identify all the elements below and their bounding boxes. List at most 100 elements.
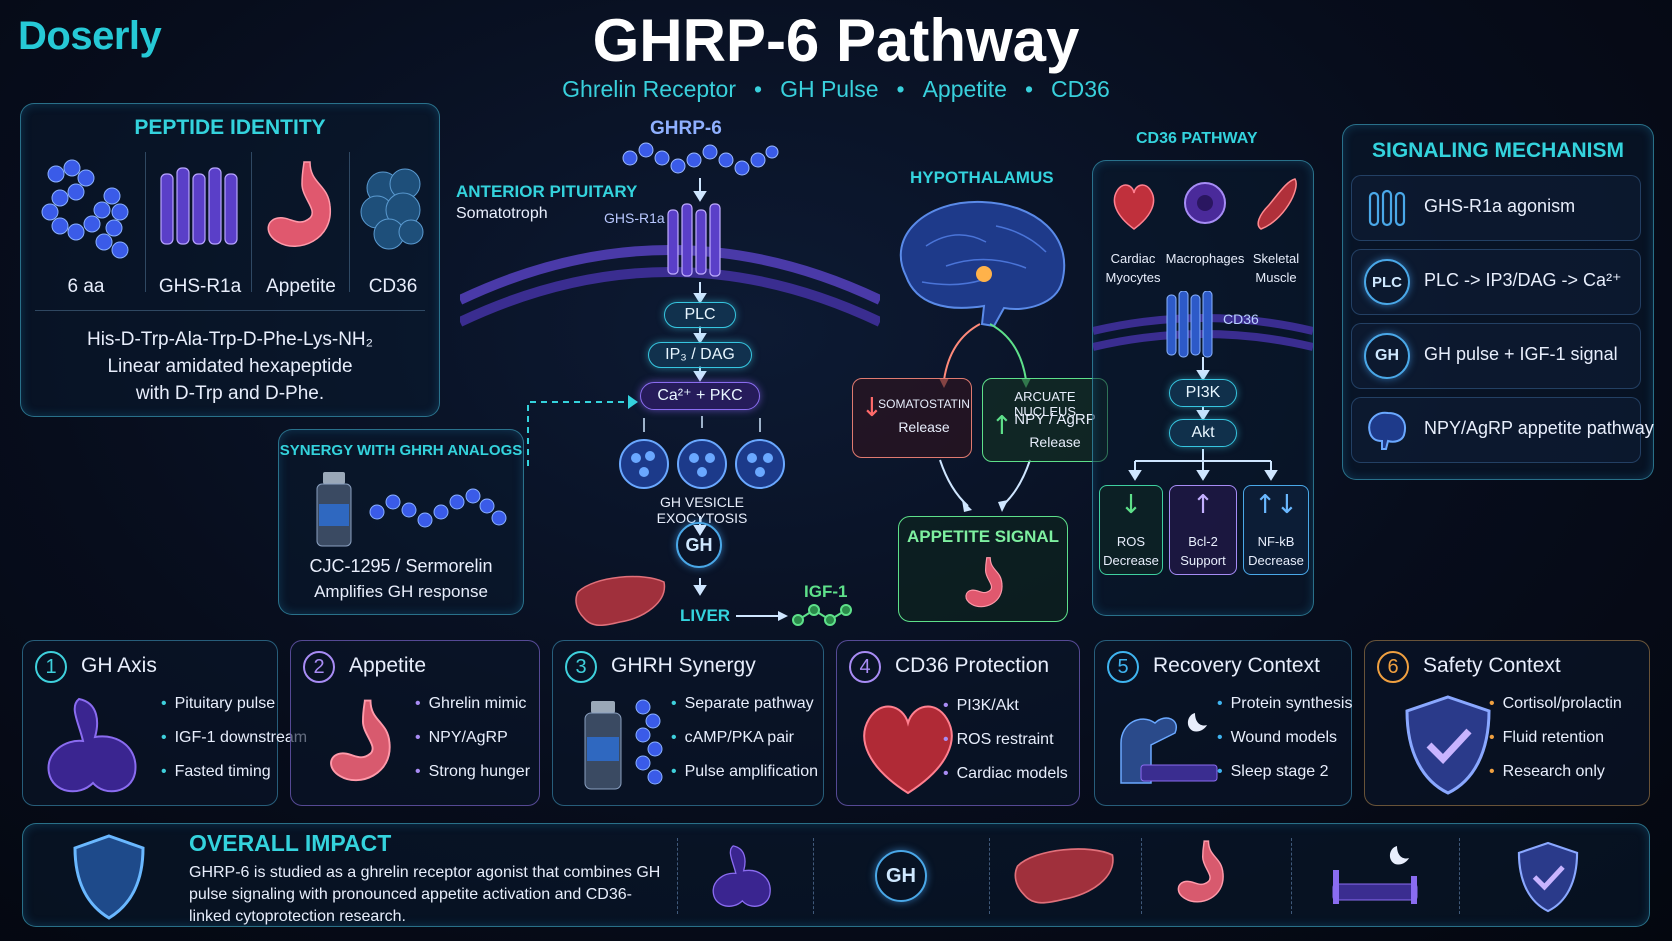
up-arrow-icon: ↑ bbox=[1192, 490, 1214, 520]
card-bullet: Cortisol/prolactin bbox=[1489, 695, 1622, 729]
card-bullet: Fluid retention bbox=[1489, 729, 1622, 763]
shield-check-icon bbox=[1517, 841, 1579, 913]
somatotroph-label: Somatotroph bbox=[456, 205, 548, 222]
card-bullet: cAMP/PKA pair bbox=[671, 729, 818, 763]
card-gh-axis: 1 GH Axis Pituitary pulse IGF-1 downstre… bbox=[22, 640, 307, 806]
card-bullet: IGF-1 downstream bbox=[161, 729, 307, 763]
card-cd36-protection: 4 CD36 Protection PI3K/Akt ROS restraint… bbox=[836, 640, 1080, 806]
overall-impact-text: GHRP-6 is studied as a ghrelin receptor … bbox=[189, 864, 661, 925]
card-safety-context: 6 Safety Context Cortisol/prolactin Flui… bbox=[1364, 640, 1650, 806]
gh-hormone-icon: GH bbox=[875, 850, 927, 902]
card-bullet: Wound models bbox=[1217, 729, 1352, 763]
down-arrow-icon: ↓ bbox=[861, 393, 883, 423]
signaling-row: NPY/AgRP appetite pathway bbox=[1351, 397, 1654, 463]
anterior-pituitary-title: ANTERIOR PITUITARY bbox=[456, 182, 638, 201]
signaling-row: GH GH pulse + IGF-1 signal bbox=[1351, 323, 1641, 389]
stomach-icon bbox=[1177, 840, 1224, 903]
subtitle-item: Ghrelin Receptor bbox=[562, 76, 736, 102]
shield-icon bbox=[73, 834, 145, 920]
appetite-signal-box: APPETITE SIGNAL bbox=[898, 516, 1068, 622]
bed-moon-icon bbox=[1332, 846, 1418, 904]
muscle-sleep-icon bbox=[1120, 713, 1218, 784]
vial-and-peptide-icon bbox=[584, 699, 663, 790]
peptide-identity-panel: PEPTIDE IDENTITY 6 aa GHS-R1a Appetite bbox=[20, 103, 440, 417]
macrophage-icon bbox=[1184, 182, 1226, 224]
liver-icon bbox=[1014, 848, 1114, 904]
card-appetite: 2 Appetite Ghrelin mimic NPY/AgRP Strong… bbox=[290, 640, 540, 806]
synergy-line-1: CJC-1295 / Sermorelin bbox=[309, 556, 493, 576]
card-bullet: Cardiac models bbox=[943, 765, 1068, 799]
subtitle-item: GH Pulse bbox=[780, 76, 879, 102]
ghrp6-chain-icon bbox=[622, 142, 779, 176]
stomach-icon bbox=[330, 699, 391, 782]
peptide-chain-icon bbox=[41, 159, 129, 259]
gh-badge-icon: GH bbox=[1364, 333, 1410, 379]
signaling-row-text: NPY/AgRP appetite pathway bbox=[1424, 418, 1654, 438]
card-bullet: Pulse amplification bbox=[671, 763, 818, 797]
receptor-cell: GHS-R1a bbox=[149, 148, 251, 298]
overall-impact-title: OVERALL IMPACT bbox=[189, 830, 392, 856]
cd36-receptor-label: CD36 bbox=[1223, 311, 1259, 327]
cd36-arrows bbox=[1128, 357, 1278, 481]
page-subtitle: Ghrelin Receptor•GH Pulse•Appetite•CD36 bbox=[562, 76, 1110, 102]
page-title: GHRP-6 Pathway bbox=[592, 7, 1080, 74]
stomach-icon bbox=[267, 161, 331, 247]
subtitle-item: Appetite bbox=[922, 76, 1007, 102]
signaling-row: PLC PLC -> IP3/DAG -> Ca²⁺ bbox=[1351, 249, 1641, 315]
signaling-mechanism-panel: SIGNALING MECHANISM GHS-R1a agonism PLC … bbox=[1342, 124, 1654, 480]
card-bullet: PI3K/Akt bbox=[943, 697, 1068, 731]
card-bullet: Pituitary pulse bbox=[161, 695, 307, 729]
cd36-cell-label: Macrophages bbox=[1165, 251, 1245, 266]
subtitle-item: CD36 bbox=[1051, 76, 1110, 102]
card-bullet: ROS restraint bbox=[943, 731, 1068, 765]
muscle-icon bbox=[1257, 178, 1297, 230]
peptide-identity-item: GHS-R1a bbox=[158, 276, 242, 297]
gh-vesicles-icon bbox=[619, 416, 785, 489]
receptor-label: GHS-R1a bbox=[604, 210, 665, 226]
cd36-pathway-title: CD36 PATHWAY bbox=[1136, 130, 1258, 147]
card-bullet: Separate pathway bbox=[671, 695, 818, 729]
ghrp6-label: GHRP-6 bbox=[650, 118, 722, 139]
peptide-identity-item: Appetite bbox=[266, 276, 336, 297]
cd36-membrane bbox=[1093, 291, 1313, 358]
stomach-icon bbox=[965, 557, 1003, 608]
card-bullet: Protein synthesis bbox=[1217, 695, 1353, 729]
peptide-sequence: His-D-Trp-Ala-Trp-D-Phe-Lys-NH₂ Linear a… bbox=[86, 329, 374, 404]
up-down-arrows-icon: ↑↓ bbox=[1254, 490, 1298, 520]
vesicle-exocytosis-label: GH VESICLE EXOCYTOSIS bbox=[656, 494, 748, 526]
akt-node: Akt bbox=[1169, 419, 1237, 447]
stomach-cell: Appetite bbox=[253, 148, 349, 298]
synergy-title: SYNERGY WITH GHRH ANALOGS bbox=[279, 442, 523, 459]
brand-logo: Doserly bbox=[18, 14, 162, 58]
card-ghrh-synergy: 3 GHRH Synergy Separate pathway cAMP/PKA… bbox=[552, 640, 824, 806]
plc-node: PLC bbox=[664, 302, 736, 328]
signaling-title: SIGNALING MECHANISM bbox=[1372, 139, 1624, 162]
gh-hormone-icon: GH bbox=[676, 522, 722, 568]
up-arrow-icon: ↑ bbox=[991, 411, 1013, 441]
plc-badge-icon: PLC bbox=[1364, 259, 1410, 305]
peptide-identity-title: PEPTIDE IDENTITY bbox=[134, 116, 326, 139]
heart-icon bbox=[1113, 184, 1155, 230]
liver-icon bbox=[575, 575, 666, 626]
ip3-dag-node: IP₃ / DAG bbox=[648, 342, 752, 368]
synergy-dashed-arrow bbox=[527, 395, 638, 466]
card-recovery-context: 5 Recovery Context Protein synthesis Wou… bbox=[1094, 640, 1352, 806]
peptide-identity-item: 6 aa bbox=[67, 276, 105, 297]
card-bullet: Ghrelin mimic bbox=[415, 695, 530, 729]
synergy-line-2: Amplifies GH response bbox=[314, 582, 488, 601]
receptor-icon bbox=[160, 167, 238, 245]
pituitary-gland-icon bbox=[712, 845, 771, 907]
synergy-panel: SYNERGY WITH GHRH ANALOGS CJC-1295 / Ser… bbox=[278, 429, 524, 615]
liver-to-igf-arrow bbox=[736, 611, 788, 621]
somatostatin-box: ↓ SOMATOSTATIN Release bbox=[852, 378, 972, 458]
brain-icon bbox=[1368, 411, 1406, 450]
brain-icon bbox=[899, 200, 1066, 328]
peptide-identity-item: CD36 bbox=[368, 276, 418, 297]
vial-icon bbox=[316, 472, 352, 547]
